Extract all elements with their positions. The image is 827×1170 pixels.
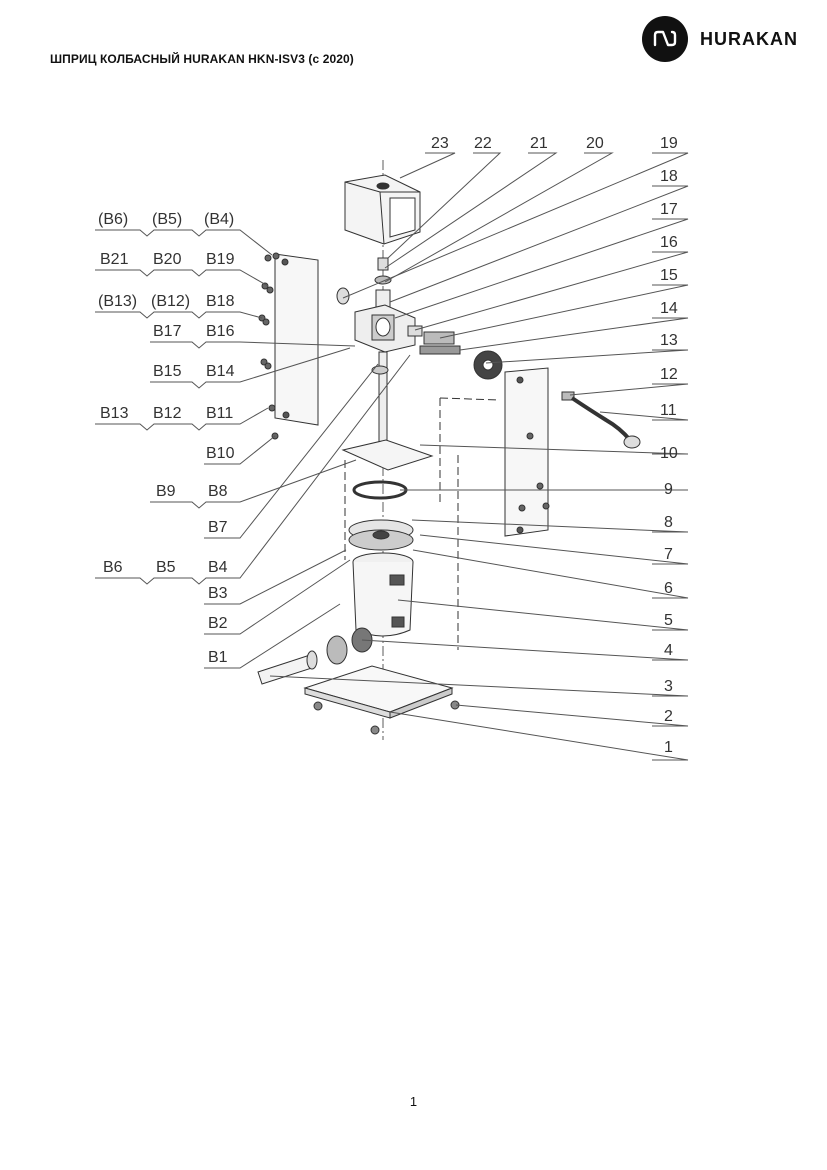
callout-23: 23 <box>431 135 449 152</box>
hurakan-logo-icon <box>642 16 688 62</box>
part-9-piston <box>348 519 414 551</box>
brand-name: HURAKAN <box>700 28 798 49</box>
part-2-base-plate <box>303 665 454 719</box>
callout-14: 14 <box>660 300 678 317</box>
callout-2: 2 <box>664 708 673 725</box>
callout-b16: B16 <box>206 323 235 340</box>
callout-b4: B4 <box>208 559 228 576</box>
callout-b6: B6 <box>103 559 123 576</box>
page-number: 1 <box>409 1094 418 1109</box>
callout-b18: B18 <box>206 293 235 310</box>
callout-20: 20 <box>586 135 604 152</box>
callout-13: 13 <box>660 332 678 349</box>
callout-12: 12 <box>660 366 678 383</box>
left-callout-leaders <box>95 229 411 669</box>
parts-drawing <box>257 160 641 740</box>
callout-1: 1 <box>664 739 673 756</box>
callout-b20: B20 <box>153 251 182 268</box>
callout-22: 22 <box>474 135 492 152</box>
callout-b7: B7 <box>208 519 228 536</box>
callout-18: 18 <box>660 168 678 185</box>
callout-b14: B14 <box>206 363 235 380</box>
callout-b6-ref-top: (B6) <box>98 211 128 228</box>
callout-3: 3 <box>664 678 673 695</box>
callout-b5: B5 <box>156 559 176 576</box>
callout-b11: B11 <box>206 405 233 422</box>
callout-b4-ref-top: (B4) <box>204 211 234 228</box>
callout-b12: B12 <box>153 405 182 422</box>
part-3-filling-tube <box>257 650 318 685</box>
left-side-plate <box>274 253 319 426</box>
callout-15: 15 <box>660 267 678 284</box>
brand-logo: HURAKAN <box>642 15 798 63</box>
callout-7: 7 <box>664 546 673 563</box>
callout-b13-ref: (B13) <box>98 293 137 310</box>
callout-b9: B9 <box>156 483 176 500</box>
part-17-gear-block <box>354 304 416 353</box>
part-16-15-shaft <box>407 325 461 355</box>
part-11-top-plate <box>341 439 434 471</box>
callout-b8: B8 <box>208 483 228 500</box>
callout-16: 16 <box>660 234 678 251</box>
part-5-cylinder <box>352 552 414 637</box>
document-title: ШПРИЦ КОЛБАСНЫЙ HURAKAN HKN-ISV3 (с 2020… <box>50 52 354 66</box>
callout-17: 17 <box>660 201 678 218</box>
callout-21: 21 <box>530 135 548 152</box>
callout-4: 4 <box>664 642 673 659</box>
callout-b17: B17 <box>153 323 182 340</box>
callout-6: 6 <box>664 580 673 597</box>
callout-19: 19 <box>660 135 678 152</box>
callout-b5-ref-top: (B5) <box>152 211 182 228</box>
callout-b13: B13 <box>100 405 129 422</box>
right-callout-leaders <box>269 152 689 761</box>
callout-10: 10 <box>660 445 678 462</box>
callout-b15: B15 <box>153 363 182 380</box>
upper-fasteners <box>336 257 392 309</box>
callout-b21: B21 <box>100 251 129 268</box>
callout-b10: B10 <box>206 445 235 462</box>
callout-11: 11 <box>660 402 677 419</box>
callout-b12-ref: (B12) <box>151 293 190 310</box>
callout-9: 9 <box>664 481 673 498</box>
right-bolts <box>518 432 550 512</box>
callout-b19: B19 <box>206 251 235 268</box>
right-side-plate <box>504 367 549 537</box>
part-14-hand-wheel <box>473 350 503 380</box>
callout-b1: B1 <box>208 649 228 666</box>
callout-8: 8 <box>664 514 673 531</box>
callout-5: 5 <box>664 612 673 629</box>
callout-b2: B2 <box>208 615 228 632</box>
callout-b3: B3 <box>208 585 228 602</box>
right-callouts: 23 22 21 20 19 18 17 16 15 14 13 12 11 1… <box>431 135 678 756</box>
part-23-top-housing <box>344 174 421 245</box>
part-4-outlet <box>326 627 373 665</box>
part-10-gasket <box>352 480 408 500</box>
left-callouts: (B6) (B5) (B4) B21 B20 B19 (B13) (B12) B… <box>98 211 235 666</box>
part-12-crank-handle <box>561 391 641 449</box>
